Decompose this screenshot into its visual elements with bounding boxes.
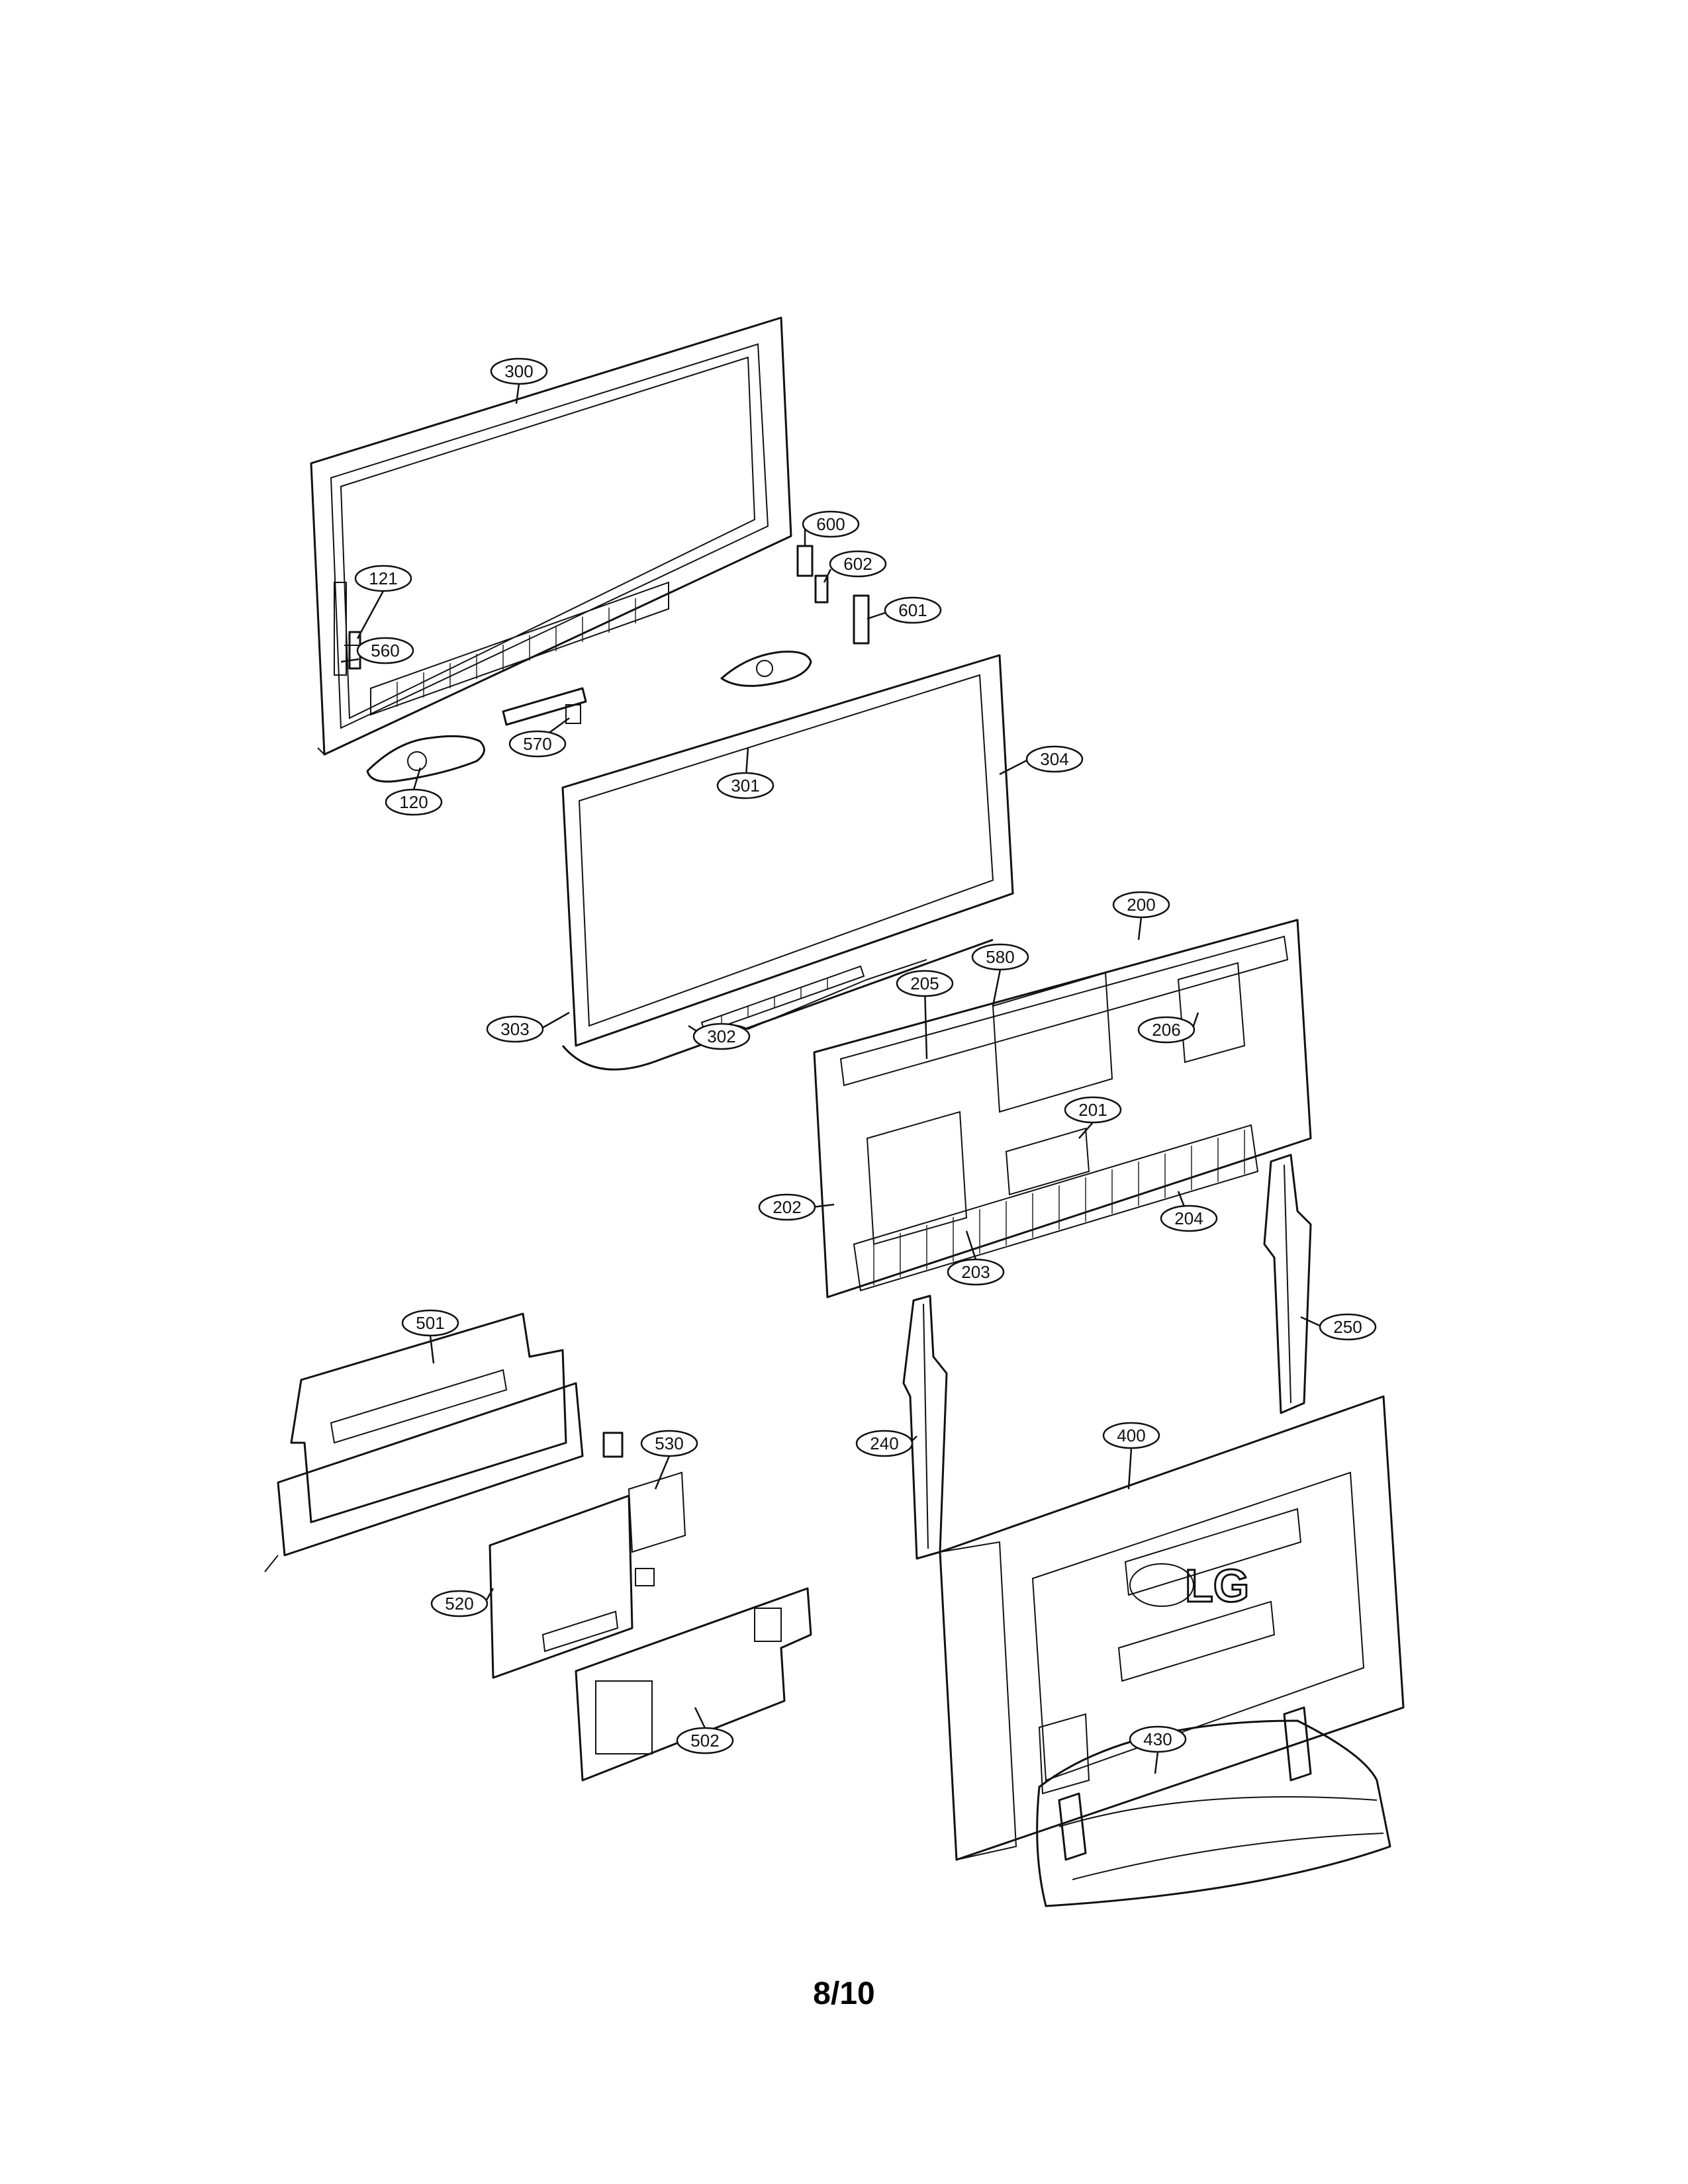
svg-text:202: 202 (773, 1197, 801, 1217)
part-120-speaker-left (366, 735, 485, 783)
callout-570: 570 (508, 730, 567, 758)
svg-text:302: 302 (707, 1026, 735, 1046)
leader-lines (340, 383, 1323, 1774)
callout-202: 202 (758, 1193, 816, 1221)
svg-text:250: 250 (1333, 1317, 1362, 1337)
part-501-bracket (264, 1312, 584, 1572)
callout-201: 201 (1064, 1096, 1122, 1124)
callout-530: 530 (640, 1430, 698, 1457)
svg-text:501: 501 (416, 1313, 444, 1333)
callout-502: 502 (676, 1727, 734, 1754)
callout-560: 560 (356, 637, 414, 664)
svg-text:601: 601 (898, 600, 927, 620)
part-602 (814, 574, 829, 604)
callout-303: 303 (486, 1015, 544, 1043)
svg-text:502: 502 (690, 1731, 719, 1751)
part-400-rear-cover: LG (939, 1395, 1405, 1861)
callout-206: 206 (1137, 1016, 1196, 1044)
callout-203: 203 (947, 1258, 1005, 1286)
part-502-board (575, 1587, 812, 1782)
svg-text:570: 570 (523, 734, 551, 754)
svg-text:200: 200 (1127, 895, 1155, 915)
svg-text:204: 204 (1174, 1208, 1203, 1228)
svg-text:121: 121 (369, 569, 397, 588)
svg-text:580: 580 (986, 947, 1014, 967)
svg-text:602: 602 (843, 554, 872, 574)
svg-text:120: 120 (399, 792, 428, 812)
svg-text:304: 304 (1040, 749, 1068, 769)
part-301-panel (561, 654, 1014, 1071)
callout-400: 400 (1102, 1422, 1160, 1449)
callout-240: 240 (855, 1430, 914, 1457)
svg-text:400: 400 (1117, 1426, 1145, 1445)
callout-601: 601 (884, 596, 942, 624)
callout-200: 200 (1112, 891, 1170, 919)
part-300-front-frame (310, 316, 792, 756)
callout-302: 302 (692, 1023, 751, 1050)
callout-600: 600 (802, 510, 860, 538)
page-number: 8/10 (813, 1976, 875, 2011)
part-600 (796, 545, 814, 577)
svg-text:303: 303 (500, 1019, 529, 1039)
svg-text:203: 203 (961, 1262, 990, 1282)
svg-text:520: 520 (445, 1594, 473, 1614)
callout-301: 301 (716, 772, 774, 799)
callout-602: 602 (829, 550, 887, 578)
callout-304: 304 (1025, 745, 1084, 773)
svg-text:300: 300 (504, 361, 533, 381)
part-speaker-right (720, 651, 812, 687)
part-570-board (502, 687, 587, 726)
part-520-board (489, 1494, 655, 1679)
svg-text:205: 205 (910, 974, 939, 993)
part-530-component (602, 1432, 686, 1553)
callout-205: 205 (896, 970, 954, 997)
callout-250: 250 (1319, 1313, 1377, 1341)
svg-text:600: 600 (816, 514, 845, 534)
svg-text:430: 430 (1143, 1729, 1172, 1749)
svg-text:206: 206 (1152, 1020, 1180, 1040)
callout-430: 430 (1129, 1725, 1187, 1753)
brand-logo: LG (1185, 1560, 1249, 1612)
callout-580: 580 (971, 943, 1029, 971)
svg-text:530: 530 (655, 1433, 683, 1453)
part-240-bracket (902, 1295, 948, 1560)
callout-520: 520 (430, 1590, 489, 1617)
part-200-chassis (813, 919, 1312, 1298)
svg-text:201: 201 (1078, 1100, 1107, 1120)
callout-120: 120 (385, 788, 443, 816)
svg-text:560: 560 (371, 641, 399, 660)
callout-501: 501 (401, 1309, 459, 1337)
callout-121: 121 (354, 565, 412, 592)
callout-300: 300 (490, 357, 548, 385)
part-430-stand (1036, 1706, 1391, 1907)
callout-204: 204 (1160, 1205, 1218, 1232)
part-601 (853, 594, 870, 645)
svg-text:240: 240 (870, 1433, 898, 1453)
part-250-bracket (1263, 1154, 1312, 1414)
svg-text:301: 301 (731, 776, 759, 796)
